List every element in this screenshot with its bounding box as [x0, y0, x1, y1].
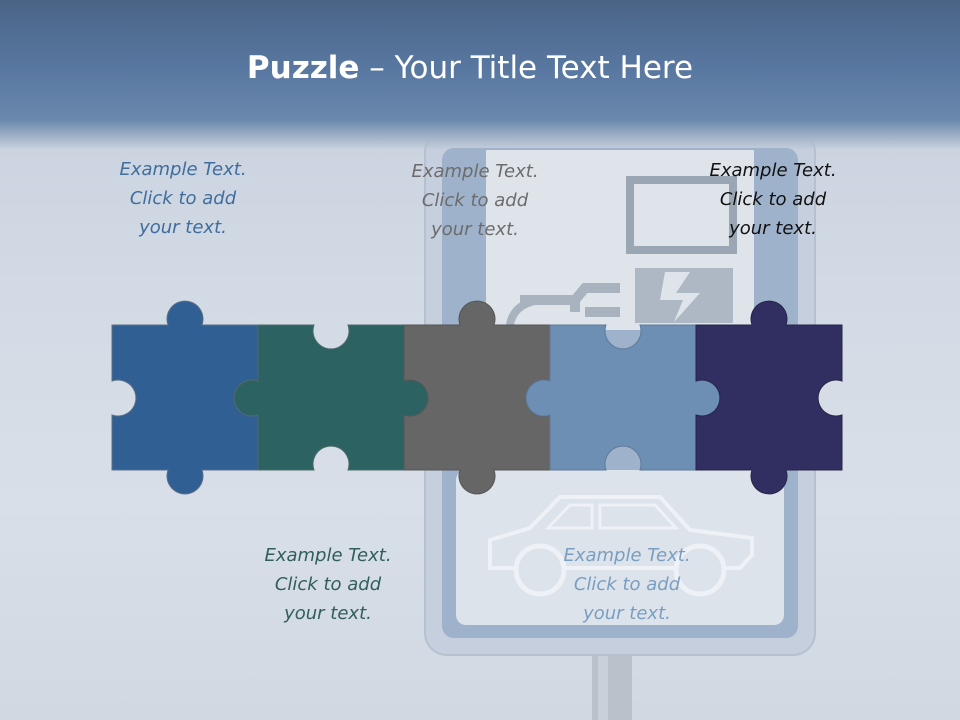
- header-band: [0, 0, 960, 150]
- text-line: Example Text.: [411, 161, 539, 182]
- text-line: Example Text.: [563, 545, 691, 566]
- slide-title[interactable]: Puzzle – Your Title Text Here: [0, 50, 940, 86]
- text-placeholder-1[interactable]: Example Text. Click to add your text.: [88, 155, 278, 242]
- puzzle-piece-4[interactable]: [525, 324, 721, 471]
- text-line: Click to add: [719, 189, 827, 210]
- title-bold: Puzzle: [246, 50, 360, 86]
- text-line: Click to add: [274, 574, 382, 595]
- text-placeholder-2[interactable]: Example Text. Click to add your text.: [233, 541, 423, 628]
- text-line: your text.: [583, 603, 671, 624]
- text-line: your text.: [431, 219, 519, 240]
- text-line: your text.: [729, 218, 817, 239]
- text-line: Example Text.: [709, 160, 837, 181]
- text-line: Click to add: [129, 188, 237, 209]
- text-line: your text.: [284, 603, 372, 624]
- text-line: Click to add: [573, 574, 681, 595]
- puzzle-piece-5[interactable]: [695, 300, 843, 495]
- text-line: Click to add: [421, 190, 529, 211]
- text-line: Example Text.: [119, 159, 247, 180]
- puzzle-piece-2[interactable]: [233, 324, 429, 471]
- text-placeholder-3[interactable]: Example Text. Click to add your text.: [380, 157, 570, 244]
- text-line: your text.: [139, 217, 227, 238]
- title-rest: – Your Title Text Here: [359, 50, 694, 86]
- text-placeholder-5[interactable]: Example Text. Click to add your text.: [678, 156, 868, 243]
- text-line: Example Text.: [264, 545, 392, 566]
- text-placeholder-4[interactable]: Example Text. Click to add your text.: [532, 541, 722, 628]
